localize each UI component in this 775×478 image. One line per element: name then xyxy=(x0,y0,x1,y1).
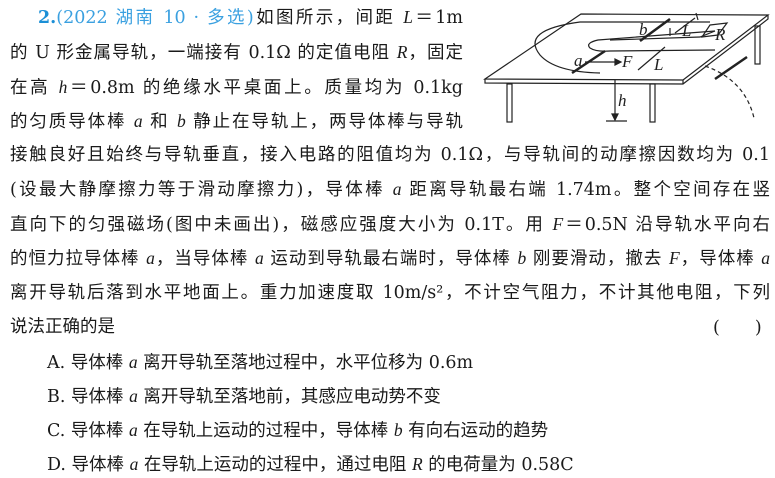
text-segment: 说法正确的是 xyxy=(10,317,115,337)
label-h: h xyxy=(618,91,627,110)
text-segment: ，当导体棒 xyxy=(154,249,256,269)
question-line: 的 U 形金属导轨，一端接有 0.1Ω 的定值电阻 R，固定 xyxy=(10,39,463,65)
variable: L xyxy=(403,7,413,27)
rod-a-falling xyxy=(714,55,748,81)
text-segment: 离开导轨至落地过程中，水平位移为 0.6m xyxy=(137,353,474,373)
question-line: 的匀质导体棒 a 和 b 静止在导轨上，两导体棒与导轨 xyxy=(10,108,463,134)
variable: b xyxy=(177,111,186,131)
question-line: 说法正确的是 xyxy=(10,314,115,340)
height-arrowhead xyxy=(611,113,619,122)
text-segment: 的电荷量为 0.58C xyxy=(422,455,574,475)
answer-blank: ( ) xyxy=(713,318,762,338)
text-segment: ，导体棒 xyxy=(679,249,762,269)
variable: a xyxy=(392,179,402,199)
variable: a xyxy=(129,454,139,474)
table-leg xyxy=(506,83,513,123)
variable: b xyxy=(517,248,527,268)
text-segment: A. 导体棒 xyxy=(47,353,129,373)
resistor-r xyxy=(700,22,729,38)
variable: a xyxy=(146,248,155,268)
variable: a xyxy=(128,420,138,440)
variable: a xyxy=(761,248,771,268)
text-segment: ，固定 xyxy=(407,43,464,63)
variable: F xyxy=(668,248,680,268)
fall-trajectory xyxy=(704,65,755,119)
variable: a xyxy=(255,248,264,268)
dimension-tick xyxy=(695,12,699,21)
text-segment: 接触良好且始终与导轨垂直，接入电路的阻值均为 0.1Ω，与导轨间的动摩擦因数均为… xyxy=(10,145,770,165)
option-a[interactable]: A. 导体棒 a 离开导轨至落地过程中，水平位移为 0.6m xyxy=(47,349,473,375)
text-segment: 运动到导轨最右端时，导体棒 xyxy=(263,249,518,269)
option-c[interactable]: C. 导体棒 a 在导轨上运动的过程中，导体棒 b 有向右运动的趋势 xyxy=(47,417,548,443)
u-rail-inner xyxy=(588,30,716,52)
text-segment: 距离导轨最右端 1.74m。整个空间存在竖 xyxy=(401,180,770,200)
option-d[interactable]: D. 导体棒 a 在导轨上运动的过程中，通过电阻 R 的电荷量为 0.58C xyxy=(47,451,574,477)
text-segment: 的恒力拉导体棒 xyxy=(10,249,147,269)
question-line: 直向下的匀强磁场(图中未画出)，磁感应强度大小为 0.1T。用 F＝0.5N 沿… xyxy=(10,211,770,237)
question-number: 2. xyxy=(38,8,57,28)
question-line: 接触良好且始终与导轨垂直，接入电路的阻值均为 0.1Ω，与导轨间的动摩擦因数均为… xyxy=(10,142,770,168)
text-segment: ＝0.8m 的绝缘水平桌面上。质量均为 0.1kg xyxy=(67,78,463,98)
text-segment: 有向右运动的趋势 xyxy=(402,421,549,441)
label-r: R xyxy=(714,25,726,44)
variable: h xyxy=(58,77,68,97)
text-segment: 直向下的匀强磁场(图中未画出)，磁感应强度大小为 0.1T。用 xyxy=(10,215,553,235)
question-line: (设最大静摩擦力等于滑动摩擦力)，导体棒 a 距离导轨最右端 1.74m。整个空… xyxy=(10,176,770,202)
text-segment: 离开导轨至落地前，其感应电动势不变 xyxy=(137,387,441,407)
text-segment: (设最大静摩擦力等于滑动摩擦力)，导体棒 xyxy=(10,180,393,200)
variable: a xyxy=(128,352,138,372)
label-l-upper: L xyxy=(681,21,691,40)
question-line: 的恒力拉导体棒 a，当导体棒 a 运动到导轨最右端时，导体棒 b 刚要滑动，撤去… xyxy=(10,245,770,271)
label-a: a xyxy=(574,51,583,70)
table-leg xyxy=(649,83,656,123)
variable: R xyxy=(396,42,408,62)
text-segment: D. 导体棒 xyxy=(47,455,130,475)
figure-rail-table: a b F L L R h xyxy=(483,12,770,123)
variable: a xyxy=(133,111,143,131)
variable: R xyxy=(411,454,423,474)
text-segment: C. 导体棒 xyxy=(47,421,129,441)
u-rail-inner-bottom xyxy=(609,30,716,41)
dimension-line-l xyxy=(637,46,666,71)
text-segment: 在高 xyxy=(10,78,59,98)
variable: b xyxy=(393,420,403,440)
text-segment: 的 U 形金属导轨，一端接有 0.1Ω 的定值电阻 xyxy=(10,43,397,63)
table-leg xyxy=(754,25,761,65)
text-segment: 的匀质导体棒 xyxy=(10,112,134,132)
question-source: (2022 湖南 10 · 多选) xyxy=(56,8,254,28)
text-segment: 静止在导轨上，两导体棒与导轨 xyxy=(185,112,463,132)
text-segment: 如图所示，间距 xyxy=(253,8,404,28)
question-line: 在高 h＝0.8m 的绝缘水平桌面上。质量均为 0.1kg xyxy=(10,74,463,100)
force-arrowhead xyxy=(614,58,623,66)
question-line: 2.(2022 湖南 10 · 多选)如图所示，间距 L＝1m xyxy=(38,4,463,30)
variable: F xyxy=(552,214,564,234)
text-segment: 和 xyxy=(142,112,177,132)
label-f: F xyxy=(621,52,633,71)
text-segment: ＝0.5N 沿导轨水平向右 xyxy=(563,215,770,235)
question-line: 离开导轨后落到水平地面上。重力加速度取 10m/s²，不计空气阻力，不计其他电阻… xyxy=(10,280,770,306)
text-segment: B. 导体棒 xyxy=(47,387,130,407)
dimension-line-l xyxy=(674,17,696,34)
text-segment: 刚要滑动，撤去 xyxy=(526,249,669,269)
text-segment: 在导轨上运动的过程中，通过电阻 xyxy=(138,455,412,475)
rod-b xyxy=(639,17,671,43)
option-b[interactable]: B. 导体棒 a 离开导轨至落地前，其感应电动势不变 xyxy=(47,383,441,409)
label-b: b xyxy=(639,20,648,39)
text-segment: 离开导轨后落到水平地面上。重力加速度取 10m/s²，不计空气阻力，不计其他电阻… xyxy=(10,283,770,303)
text-segment: ＝1m xyxy=(413,8,464,28)
text-segment: 在导轨上运动的过程中，导体棒 xyxy=(137,421,394,441)
variable: a xyxy=(129,386,138,406)
label-l-lower: L xyxy=(653,55,663,74)
